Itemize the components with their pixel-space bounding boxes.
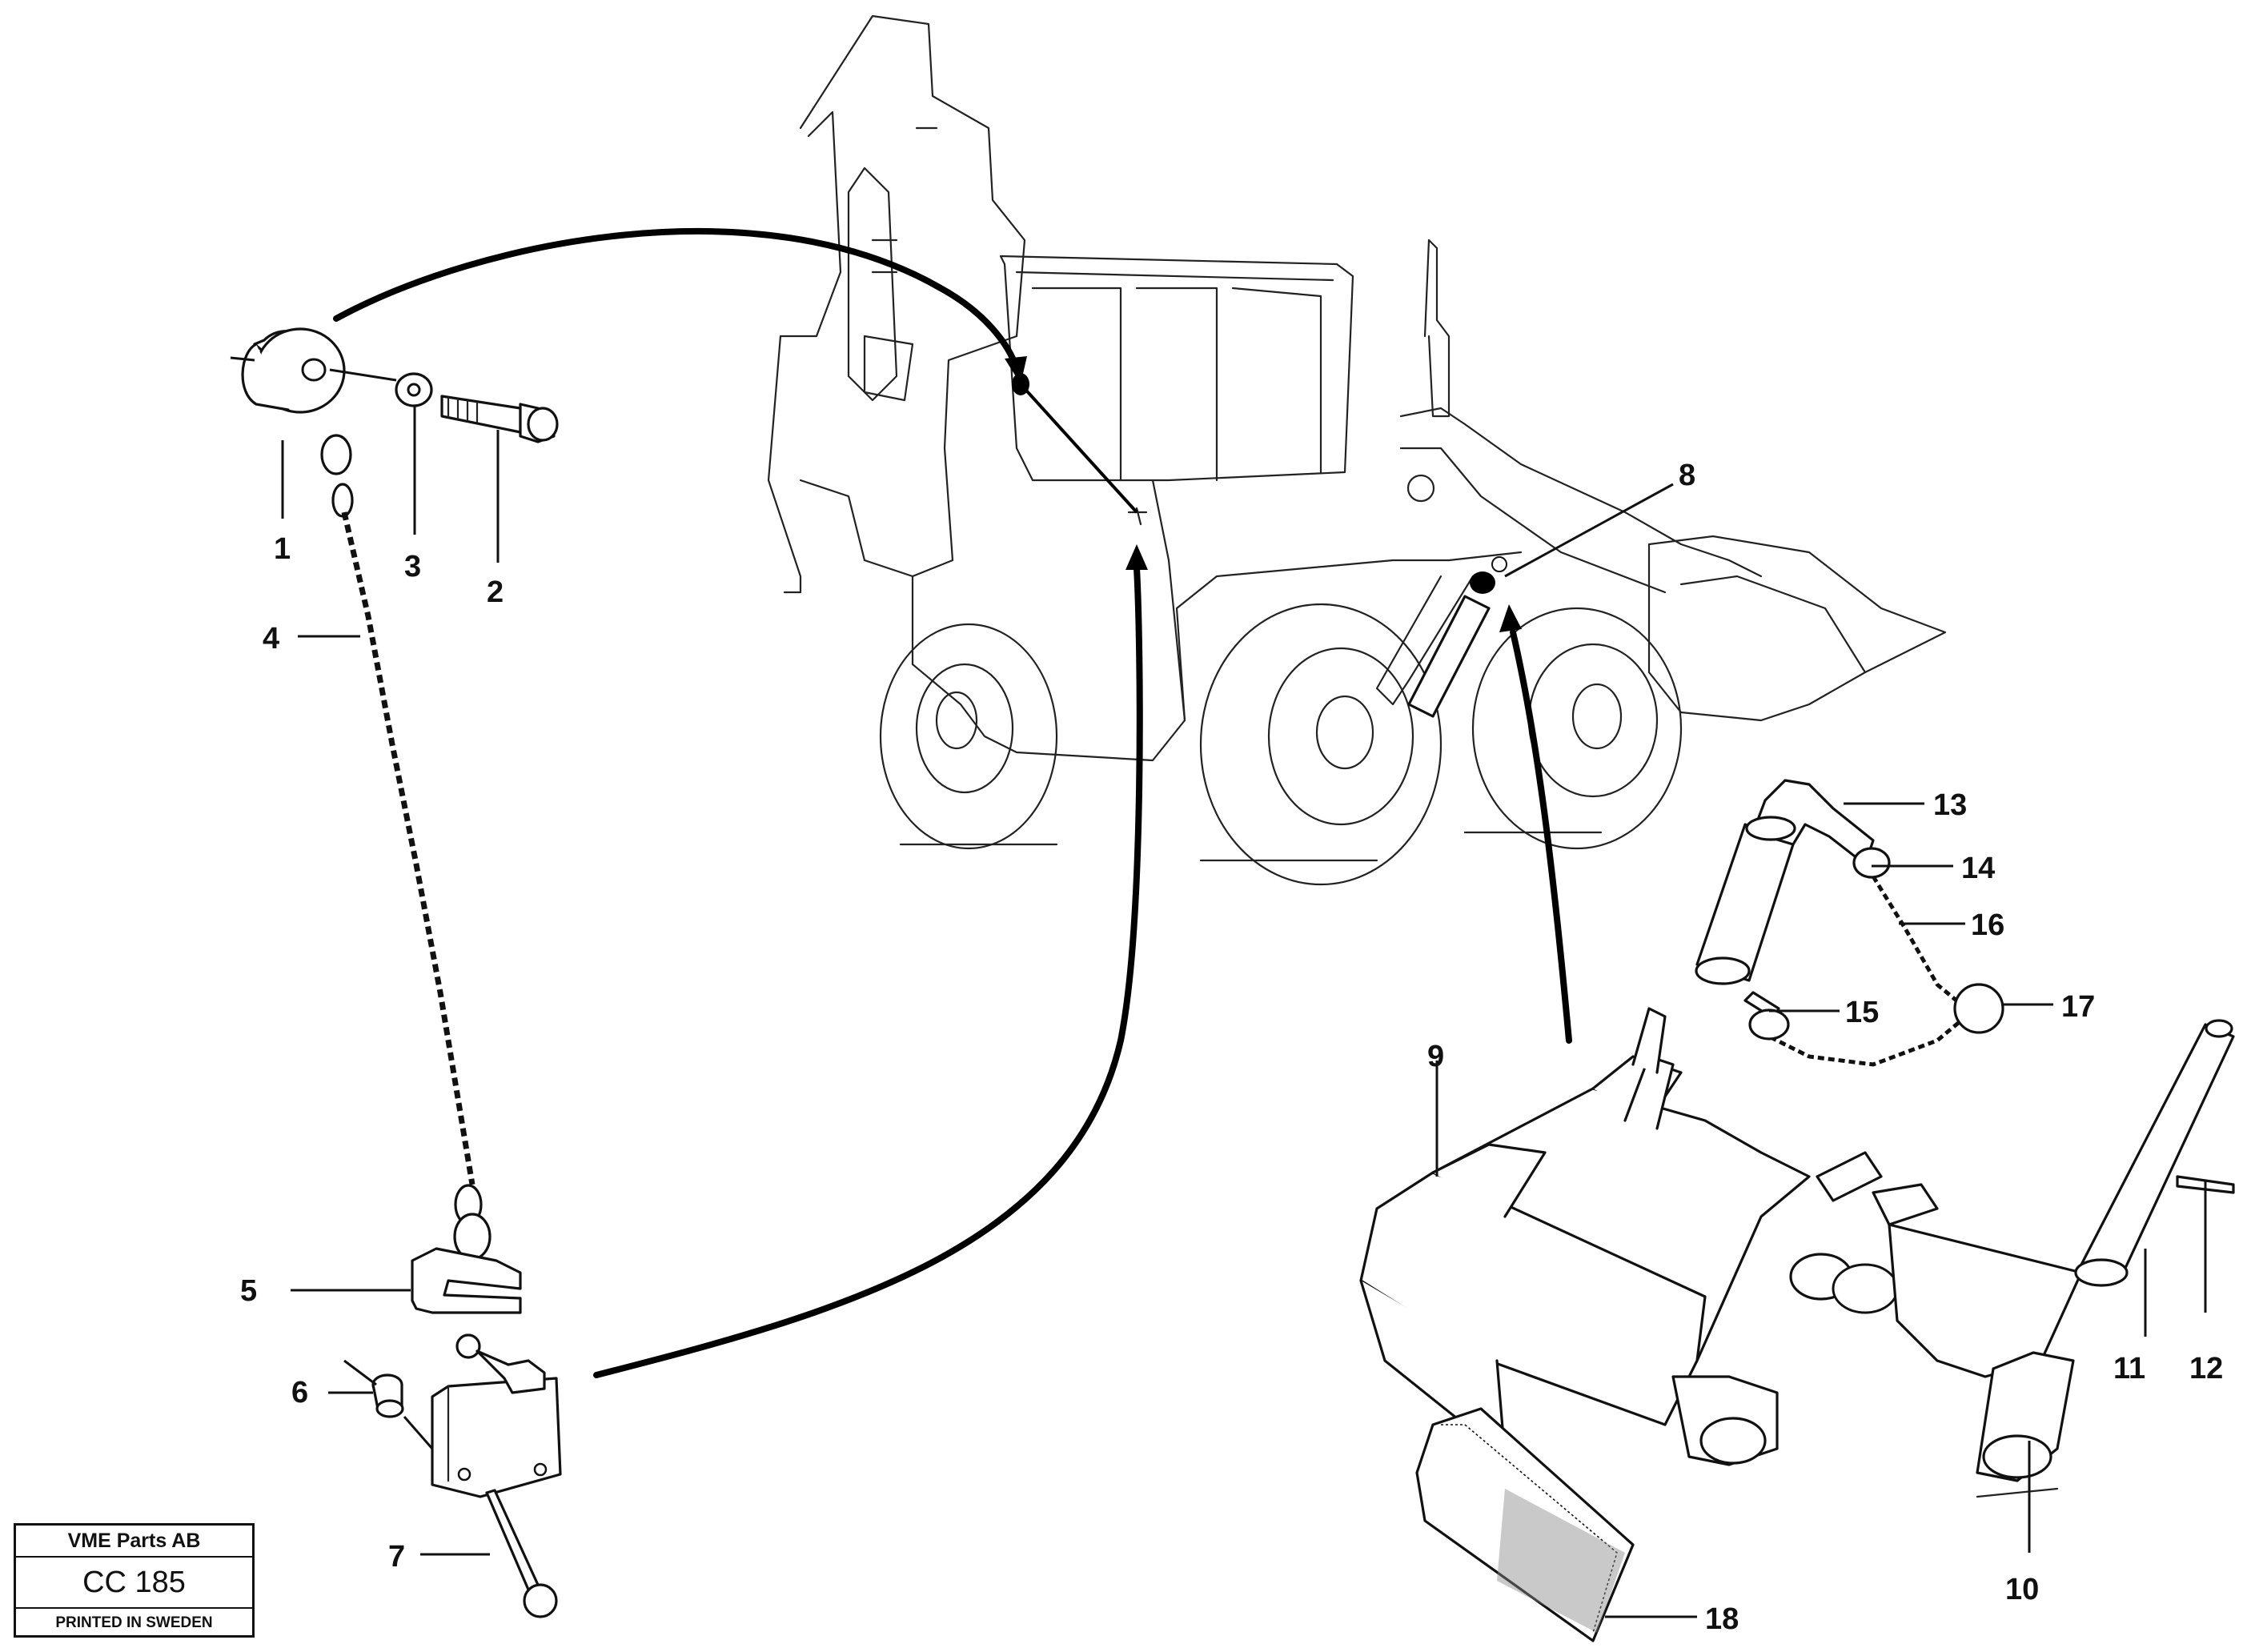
callout-15: 15 [1845, 996, 1879, 1029]
callout-11: 11 [2113, 1352, 2145, 1385]
callout-1: 1 [274, 532, 291, 566]
part-13-pin [1695, 779, 2004, 1067]
title-stamp: VME Parts AB CC 185 PRINTED IN SWEDEN [14, 1523, 255, 1638]
stamp-printed: PRINTED IN SWEDEN [55, 1614, 213, 1631]
callout-8: 8 [1679, 459, 1695, 492]
part-9-bracket [1359, 1007, 1939, 1466]
stamp-code: CC 185 [16, 1558, 252, 1609]
callout-13: 13 [1933, 788, 1967, 822]
callout-16: 16 [1971, 908, 2004, 942]
backhoe-loader-illustration [767, 14, 1947, 886]
part-1-buffer [230, 327, 397, 414]
callout-7: 7 [388, 1540, 405, 1574]
part-11-pin [2074, 1019, 2235, 1287]
part-5-clip [411, 1247, 522, 1314]
callout-9: 9 [1427, 1040, 1444, 1073]
callout-6: 6 [291, 1376, 308, 1409]
leader-lines [281, 407, 2207, 1618]
callout-17: 17 [2061, 990, 2095, 1024]
part-2-bolt [440, 395, 559, 443]
part-8-rod [1407, 595, 1491, 718]
callout-10: 10 [2005, 1573, 2039, 1606]
callout-5: 5 [240, 1274, 257, 1308]
part-18-pad [1415, 1407, 1635, 1642]
loader-mounting-marker [1470, 571, 1495, 594]
callout-3: 3 [404, 550, 421, 583]
callout-2: 2 [487, 575, 504, 609]
stamp-company: VME Parts AB [16, 1526, 252, 1558]
callout-12: 12 [2189, 1352, 2223, 1385]
callout-labels: 1 2 3 4 5 6 7 8 9 10 11 12 13 14 15 16 1… [240, 459, 2223, 1636]
callout-4: 4 [263, 622, 279, 656]
part-6-sleeve [371, 1373, 404, 1418]
callout-18: 18 [1705, 1602, 1739, 1636]
reference-arrows [333, 228, 1572, 1378]
part-7-block [343, 1333, 562, 1618]
part-10-bushing [1888, 1223, 2083, 1498]
part-14-ring [1852, 847, 1891, 879]
part-17-cap [1953, 983, 2004, 1034]
part-15-cap [1748, 1008, 1790, 1041]
callout-14: 14 [1961, 852, 1995, 885]
